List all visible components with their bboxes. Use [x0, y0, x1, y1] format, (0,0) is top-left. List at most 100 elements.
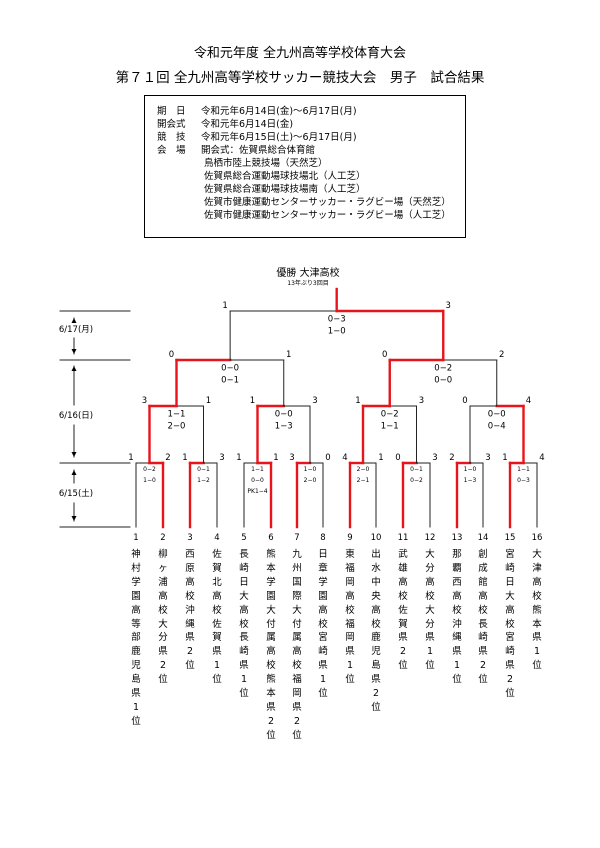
team-number: 1: [133, 533, 138, 543]
half-score: 0−0: [221, 364, 239, 374]
side-score: 1: [250, 396, 255, 406]
side-score: 3: [485, 453, 490, 463]
team-name: 佐賀北高校佐賀県1位: [212, 549, 222, 686]
arrow-head: [71, 452, 77, 457]
team-number: 9: [347, 533, 352, 543]
side-score: 1: [502, 453, 507, 463]
info-row-opening: 開会式令和元年6月14日(金): [157, 118, 293, 131]
arrow-head: [71, 318, 77, 323]
half-score: 0−3: [517, 477, 530, 484]
team-number: 6: [268, 533, 273, 543]
schedule-info-box: 期 日 令和元年6月14日(金)～6月17日(月) 開会式令和元年6月14日(金)…: [144, 95, 466, 238]
arrow-head: [71, 366, 77, 371]
side-score: 1: [236, 453, 241, 463]
half-score: 2−0: [168, 422, 186, 432]
half-score: 0−4: [488, 422, 506, 432]
side-score: 1: [206, 396, 211, 406]
half-score: 2−0: [357, 466, 370, 473]
half-score: 0−0: [251, 477, 264, 484]
event-title: 令和元年度 全九州高等学校体育大会: [193, 46, 407, 61]
half-score: 1−0: [304, 466, 317, 473]
team-name: 宮崎日大高校宮崎県2位: [505, 549, 515, 700]
side-score: 2: [449, 453, 454, 463]
team-number: 15: [505, 533, 516, 543]
side-score: 4: [342, 453, 347, 463]
half-score: 1−1: [251, 466, 264, 473]
half-score: 0−2: [434, 364, 452, 374]
side-score: 3: [446, 301, 451, 311]
team-number: 5: [241, 533, 246, 543]
half-score: 0−1: [410, 466, 423, 473]
venue-item: 佐賀県総合運動場球技場南（人工芝）: [204, 184, 366, 195]
competition-title: 第７１回 全九州高等学校サッカー競技大会 男子 試合結果: [115, 70, 485, 86]
half-score: PK1−4: [247, 488, 267, 495]
team-name: 西原高校沖縄県2位: [185, 549, 195, 672]
half-score: 2−0: [304, 477, 317, 484]
info-row-venue: 会 場 開会式：佐賀県総合体育館: [157, 144, 315, 157]
half-score: 0−0: [434, 376, 452, 386]
half-score: 0−0: [488, 410, 506, 420]
half-score: 1−1: [168, 410, 186, 420]
side-score: 0: [169, 350, 174, 360]
side-score: 1: [355, 396, 360, 406]
arrow-head: [71, 470, 77, 475]
half-score: 1−1: [381, 422, 399, 432]
team-name: 熊本学園大付属高校熊本県2位: [266, 549, 276, 741]
info-value: 開会式：佐賀県総合体育館: [201, 145, 316, 156]
side-score: 3: [289, 453, 294, 463]
venue-item: 佐賀県総合運動場球技場北（人工芝）: [204, 171, 366, 182]
half-score: 0−3: [328, 315, 346, 325]
side-score: 2: [499, 350, 504, 360]
team-number: 4: [214, 533, 219, 543]
team-number: 13: [452, 533, 463, 543]
venue-item: 佐賀市健康運動センターサッカー・ラグビー場（人工芝）: [204, 210, 451, 221]
side-score: 3: [142, 396, 147, 406]
half-score: 0−0: [275, 410, 293, 420]
info-row-dates: 期 日 令和元年6月14日(金)～6月17日(月): [157, 105, 357, 118]
team-number: 14: [478, 533, 489, 543]
info-label: 会 場: [157, 145, 186, 156]
half-score: 1−0: [143, 477, 156, 484]
arrow-head: [71, 516, 77, 521]
side-score: 0: [325, 453, 330, 463]
info-value: 令和元年6月15日(土)～6月17日(月): [201, 132, 357, 143]
side-score: 0: [395, 453, 400, 463]
half-score: 0−2: [143, 466, 156, 473]
half-score: 0−1: [221, 376, 239, 386]
side-score: 3: [219, 453, 224, 463]
side-score: 1: [273, 453, 278, 463]
side-score: 3: [312, 396, 317, 406]
half-score: 1−1: [517, 466, 530, 473]
info-label: 期 日: [157, 106, 186, 117]
team-name: 長崎日大高校長崎県1位: [239, 549, 249, 700]
team-name: 九州国際大付属高校福岡県2位: [292, 549, 302, 741]
team-name: 大津高校熊本県1位: [532, 549, 542, 672]
team-name: 出水中央高校鹿児島県2位: [371, 549, 381, 713]
side-score: 4: [539, 453, 544, 463]
date-sf-qf: 6/16(日): [59, 411, 93, 421]
info-label: 競 技: [157, 132, 186, 143]
side-score: 0: [462, 396, 467, 406]
half-score: 0−2: [381, 410, 399, 420]
half-score: 1−0: [464, 466, 477, 473]
arrow-head: [71, 349, 77, 354]
bracket-lines: [59, 287, 538, 529]
info-row-competition: 競 技 令和元年6月15日(土)～6月17日(月): [157, 131, 357, 144]
team-number: 11: [398, 533, 409, 543]
team-name: 那覇西高校沖縄県1位: [452, 549, 462, 686]
side-score: 1: [222, 301, 227, 311]
team-name: 創成館高校長崎県2位: [478, 549, 488, 686]
side-score: 1: [378, 453, 383, 463]
info-value: 令和元年6月14日(金)～6月17日(月): [201, 106, 357, 117]
side-score: 4: [526, 396, 531, 406]
team-name: 東福岡高校福岡県1位: [345, 549, 355, 686]
team-number: 16: [532, 533, 543, 543]
date-final: 6/17(月): [59, 325, 93, 335]
team-name: 神村学園高等部鹿児島県1位: [131, 549, 141, 727]
side-score: 3: [432, 453, 437, 463]
champion-label: 優勝 大津高校: [276, 266, 339, 279]
team-name: 武雄高校佐賀県2位: [398, 549, 408, 672]
venue-item: 鳥栖市陸上競技場（天然芝）: [204, 158, 328, 169]
side-score: 1: [182, 453, 187, 463]
